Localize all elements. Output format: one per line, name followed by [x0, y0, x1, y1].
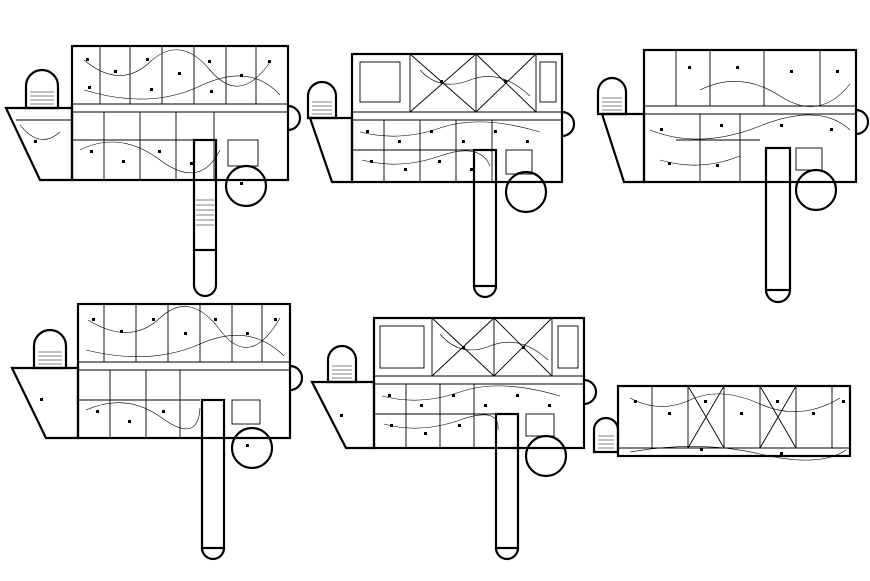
floor-plan-4	[10, 302, 304, 561]
floor-plan-5	[310, 316, 598, 561]
floor-plan-6	[592, 384, 852, 461]
floor-plan-3	[596, 48, 870, 304]
floor-plan-2	[306, 52, 576, 299]
floor-plan-1	[4, 44, 302, 298]
